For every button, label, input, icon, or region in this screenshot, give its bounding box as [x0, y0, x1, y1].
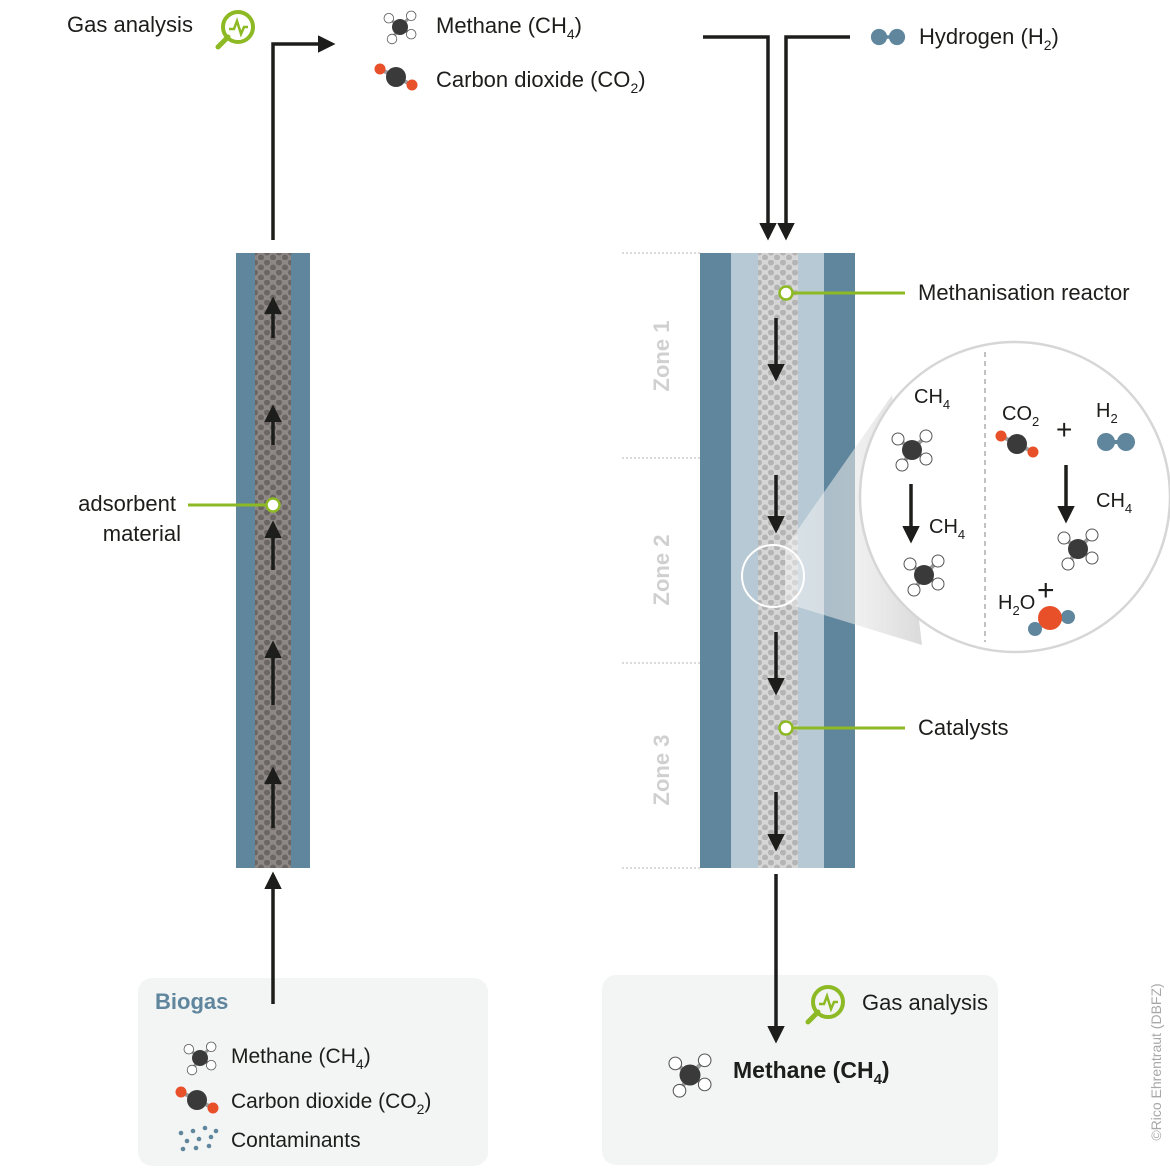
top-gas-analysis-label: Gas analysis	[67, 12, 193, 37]
zoom-h2-label: H2	[1096, 400, 1118, 426]
biogas-methane-label: Methane (CH4)	[231, 1045, 371, 1072]
zoom-bubble	[858, 340, 1170, 654]
output-gas-analysis-label: Gas analysis	[862, 990, 988, 1015]
top-co2-label: Carbon dioxide (CO2)	[436, 67, 646, 96]
zone-2-label: Zone 2	[649, 535, 674, 606]
catalysts-label: Catalysts	[918, 715, 1008, 740]
catalysts-marker	[778, 720, 794, 736]
zoom-ch4-label-a: CH4	[914, 386, 950, 412]
zoom-ch4-label-c: CH4	[1096, 490, 1132, 516]
magnifier-analysis-icon	[218, 12, 253, 47]
adsorber-outlet-arrow	[271, 35, 336, 240]
zone-dividers	[622, 252, 700, 869]
zoom-plus-1: +	[1056, 414, 1072, 445]
hydrogen-inlet-line	[777, 35, 850, 241]
adsorbent-label-line2: material	[103, 521, 181, 546]
hydrogen-molecule-icon	[869, 27, 907, 47]
methane-molecule-icon	[382, 9, 418, 46]
output-box	[602, 975, 998, 1165]
zoom-co2-label: CO2	[1002, 403, 1039, 429]
adsorbent-marker	[265, 497, 281, 513]
zoom-ch4-label-b: CH4	[929, 516, 965, 542]
top-hydrogen-label: Hydrogen (H2)	[919, 24, 1059, 53]
image-credit: ©Rico Ehrentraut (DBFZ)	[1148, 983, 1164, 1140]
biogas-box	[138, 978, 488, 1166]
reactor-label: Methanisation reactor	[918, 280, 1130, 305]
co2-molecule-icon	[372, 61, 420, 93]
zoom-h2o-molecule	[1028, 606, 1075, 636]
zone-3-label: Zone 3	[649, 735, 674, 806]
top-methane-label: Methane (CH4)	[436, 13, 582, 42]
zoom-h2o-label: H2O	[998, 592, 1035, 618]
biogas-title: Biogas	[155, 989, 228, 1014]
zone-1-label: Zone 1	[649, 321, 674, 392]
methane-co2-inlet-line	[703, 35, 777, 241]
output-methane-label: Methane (CH4)	[733, 1057, 890, 1088]
biogas-contaminants-label: Contaminants	[231, 1129, 361, 1152]
biogas-co2-label: Carbon dioxide (CO2)	[231, 1090, 431, 1117]
adsorbent-label-line1: adsorbent	[78, 491, 176, 516]
zoom-source-circle	[741, 544, 805, 608]
reactor-marker	[778, 285, 794, 301]
contaminants-icon	[178, 1125, 219, 1152]
adsorber-column	[236, 253, 310, 868]
zoom-plus-2: +	[1037, 574, 1055, 607]
